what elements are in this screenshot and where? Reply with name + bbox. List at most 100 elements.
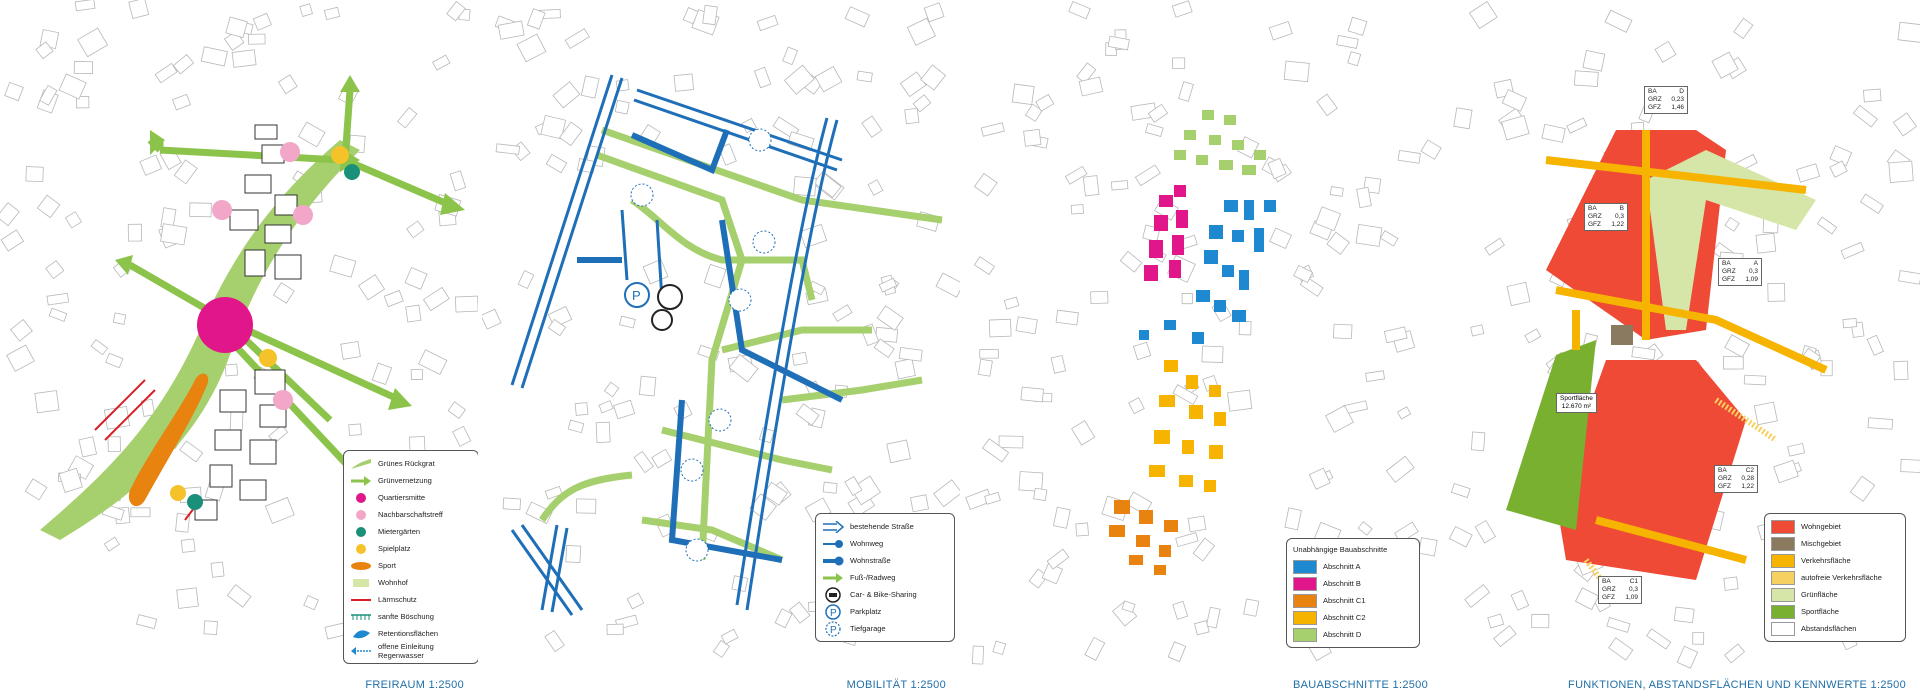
background-building — [172, 53, 195, 75]
background-building — [1673, 606, 1695, 624]
legend-item: Abschnitt B — [1293, 575, 1413, 592]
background-building — [988, 318, 1012, 338]
legend-label: Retentionsflächen — [378, 629, 439, 638]
legend-label: Car- & Bike-Sharing — [850, 590, 917, 599]
background-building — [1326, 231, 1350, 255]
legend-item: Mietergärten — [350, 523, 472, 540]
background-building — [1468, 1, 1498, 30]
background-building — [1531, 613, 1550, 629]
background-building — [107, 436, 121, 453]
background-building — [432, 54, 451, 71]
background-building — [404, 267, 428, 290]
background-building — [814, 66, 843, 93]
background-building — [920, 64, 947, 91]
quartiersmitte-dot — [197, 297, 253, 353]
section-d-buildings — [1174, 110, 1266, 175]
background-building — [614, 99, 630, 115]
background-building — [1723, 355, 1744, 370]
background-building — [899, 71, 927, 98]
caption-freiraum: FREIRAUM 1:2500 — [365, 679, 464, 691]
background-building — [90, 338, 109, 356]
background-building — [898, 347, 923, 362]
thick-blue-dot-line-icon — [822, 555, 844, 567]
background-building — [1028, 568, 1048, 589]
background-building — [1866, 334, 1885, 356]
background-building — [74, 0, 96, 12]
background-building — [1167, 641, 1187, 663]
kennwert-value: BA — [1648, 88, 1657, 95]
background-building — [48, 307, 68, 322]
background-building — [9, 319, 33, 342]
background-building — [127, 223, 143, 242]
background-building — [225, 16, 248, 39]
freiraum-map — [0, 0, 478, 659]
background-building — [1192, 537, 1216, 562]
background-building — [1324, 405, 1354, 433]
background-building — [449, 170, 467, 192]
background-building — [979, 349, 999, 359]
background-building — [180, 538, 196, 553]
background-building — [1181, 293, 1193, 305]
background-building — [1724, 643, 1746, 664]
background-building — [0, 229, 25, 252]
background-building — [1849, 475, 1876, 502]
sport-area — [128, 373, 209, 507]
background-building — [774, 608, 793, 629]
legend-item: Lärmschutz — [350, 591, 472, 608]
thin-blue-dot-line-icon — [822, 538, 844, 550]
background-building — [1050, 354, 1067, 374]
legend-item: Mischgebiet — [1771, 535, 1899, 552]
background-building — [4, 81, 24, 102]
sportflaeche — [1506, 340, 1596, 530]
kennwert-value: GFZ — [1722, 276, 1735, 283]
background-building — [1020, 386, 1044, 403]
background-building — [567, 419, 585, 434]
background-building — [673, 73, 695, 92]
legend-item: Abstandsflächen — [1771, 620, 1899, 637]
kennwert-value: 0,3 — [1628, 586, 1638, 593]
background-building — [1379, 230, 1399, 247]
background-building — [517, 270, 535, 290]
background-building — [1172, 384, 1199, 405]
background-building — [1862, 88, 1882, 103]
background-building — [1269, 227, 1293, 250]
legend-swatch — [1293, 559, 1317, 574]
background-building — [1867, 417, 1894, 430]
background-building — [1308, 467, 1331, 490]
background-building — [1501, 115, 1530, 141]
background-building — [1888, 160, 1914, 183]
background-building — [1071, 420, 1096, 446]
background-building — [992, 640, 1007, 656]
background-building — [1011, 83, 1035, 106]
background-building — [482, 308, 502, 330]
background-building — [224, 363, 239, 377]
background-building — [1175, 532, 1199, 548]
background-building — [383, 289, 404, 308]
background-building — [1064, 165, 1088, 185]
legend-label: Wohnstraße — [850, 556, 891, 565]
double-arrow-icon — [822, 520, 844, 533]
background-building — [1171, 0, 1193, 18]
background-building — [1076, 62, 1097, 84]
legend-item: Grünvernetzung — [350, 472, 472, 489]
background-building — [1397, 149, 1421, 164]
kennwert-value: GFZ — [1602, 594, 1615, 601]
background-building — [139, 154, 163, 176]
background-building — [76, 96, 90, 109]
background-building — [173, 159, 198, 185]
background-building — [58, 467, 83, 493]
background-building — [1055, 309, 1079, 326]
background-building — [1365, 370, 1386, 383]
background-building — [791, 351, 808, 366]
